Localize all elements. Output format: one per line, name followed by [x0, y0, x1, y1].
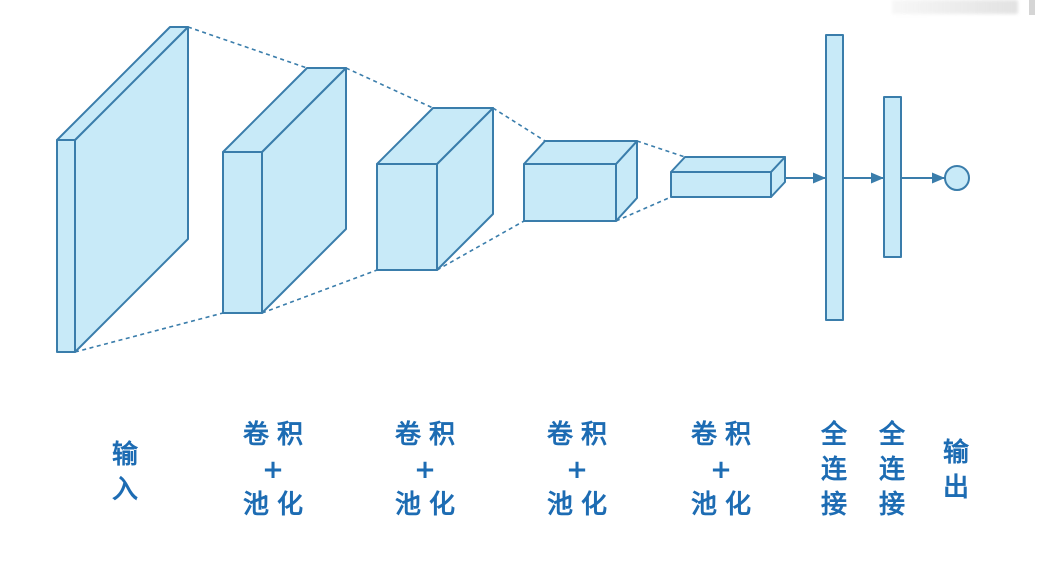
- conv-pool-label-2: 卷积 + 池化: [380, 418, 470, 523]
- conv-pool-label-2-line-3: 池化: [394, 490, 463, 520]
- connector-top-conv1-to-conv2: [345, 67, 434, 109]
- fc-layer-2-bar: [883, 96, 902, 258]
- conv-pool-label-3-line-2: +: [566, 455, 596, 485]
- connector-top-conv3-to-conv4: [636, 140, 686, 158]
- conv-pool-block-1: [222, 67, 347, 314]
- connector-bottom-conv1-to-conv2: [261, 269, 378, 314]
- conv-pool-block-4-top-face: [670, 156, 786, 173]
- connector-bottom-input-to-conv1: [74, 312, 224, 353]
- conv-pool-label-1-line-2: +: [262, 455, 292, 485]
- conv-pool-label-1-line-3: 池化: [242, 490, 311, 520]
- conv-pool-label-2-line-2: +: [414, 455, 444, 485]
- input-label: 输入: [111, 440, 138, 505]
- conv-pool-label-4-line-1: 卷积: [690, 420, 759, 450]
- conv-pool-block-3-top-face: [523, 140, 638, 165]
- conv-pool-block-4-front-face: [670, 171, 772, 198]
- conv-pool-label-4-line-3: 池化: [690, 490, 759, 520]
- conv-pool-label-1: 卷积 + 池化: [228, 418, 318, 523]
- conv-pool-block-3-front-face: [523, 163, 617, 222]
- fc-label-1: 全连接: [820, 420, 847, 520]
- connector-bottom-conv3-to-conv4: [615, 196, 672, 222]
- conv-pool-label-4: 卷积 + 池化: [676, 418, 766, 523]
- connector-top-input-to-conv1: [187, 26, 308, 69]
- input-block: [56, 26, 189, 353]
- watermark-edge: [1029, 0, 1035, 15]
- conv-pool-label-3-line-1: 卷积: [546, 420, 615, 450]
- conv-pool-label-3-line-3: 池化: [546, 490, 615, 520]
- input-block-front-face: [56, 139, 76, 353]
- conv-pool-label-1-line-1: 卷积: [242, 420, 311, 450]
- dashed-connectors: [74, 26, 686, 353]
- conv-pool-label-4-line-2: +: [710, 455, 740, 485]
- conv-pool-block-2-front-face: [376, 163, 438, 271]
- connector-bottom-conv2-to-conv3: [436, 220, 525, 271]
- fc-layer-1-bar: [825, 34, 844, 321]
- conv-pool-block-1-front-face: [222, 151, 263, 314]
- output-node: [944, 165, 970, 191]
- watermark: [892, 0, 1018, 14]
- fc-label-2: 全连接: [878, 420, 905, 520]
- conv-pool-block-4: [670, 156, 786, 198]
- conv-pool-block-3: [523, 140, 638, 222]
- conv-pool-block-2: [376, 107, 494, 271]
- output-label: 输出: [942, 438, 969, 503]
- conv-pool-label-2-line-1: 卷积: [394, 420, 463, 450]
- connector-top-conv2-to-conv3: [492, 107, 546, 142]
- conv-pool-label-3: 卷积 + 池化: [532, 418, 622, 523]
